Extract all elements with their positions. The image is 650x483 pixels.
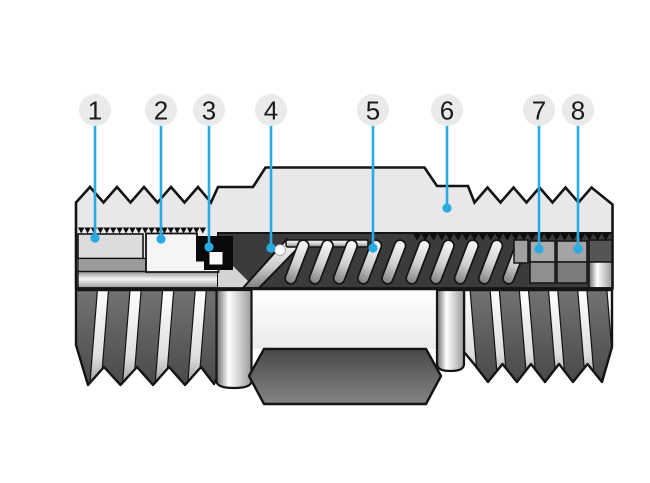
callout-number: 5 bbox=[366, 96, 380, 126]
callout-number: 2 bbox=[154, 96, 168, 126]
thread-bar bbox=[99, 290, 131, 385]
callout-1: 1 bbox=[79, 94, 111, 243]
retainer-lower bbox=[556, 261, 588, 284]
external-view-lower-half bbox=[74, 288, 614, 406]
insert-part-1 bbox=[77, 233, 144, 260]
thread-bar bbox=[132, 290, 164, 385]
insert-band bbox=[77, 257, 147, 273]
washer-lower bbox=[529, 261, 556, 284]
callout-5: 5 bbox=[357, 94, 389, 253]
callout-number: 8 bbox=[571, 96, 585, 126]
spring-coil bbox=[284, 239, 310, 285]
callout-3: 3 bbox=[193, 94, 225, 252]
thread-bar bbox=[469, 290, 499, 382]
leader-dot bbox=[90, 233, 100, 243]
callout-number: 7 bbox=[532, 96, 546, 126]
leader-dot bbox=[266, 243, 276, 253]
thread-bar bbox=[527, 290, 558, 382]
leader-dot bbox=[442, 203, 452, 213]
callout-number: 1 bbox=[88, 96, 102, 126]
callout-6: 6 bbox=[431, 94, 463, 213]
retainer-part-8 bbox=[556, 240, 588, 284]
spring-coil bbox=[332, 239, 359, 285]
internal-thread-teeth-right bbox=[413, 233, 611, 241]
spring-coil bbox=[453, 239, 480, 285]
spring-part-5 bbox=[284, 239, 528, 285]
callout-7: 7 bbox=[523, 94, 555, 254]
retainer-upper bbox=[556, 240, 588, 263]
callout-8: 8 bbox=[562, 94, 594, 254]
end-wall-block bbox=[588, 239, 613, 263]
callout-circle bbox=[255, 94, 287, 126]
bore-highlight-band bbox=[77, 270, 219, 289]
external-thread-left bbox=[74, 288, 219, 387]
thread-bar bbox=[76, 290, 99, 385]
leader-dot bbox=[573, 244, 583, 254]
thread-bars-left bbox=[76, 290, 217, 385]
thread-bar bbox=[556, 290, 587, 382]
callout-number: 6 bbox=[440, 96, 454, 126]
external-thread-right bbox=[462, 288, 614, 384]
thread-outline-right bbox=[462, 288, 614, 384]
callout-circle bbox=[145, 94, 177, 126]
callout-number: 4 bbox=[264, 96, 278, 126]
callout-4: 4 bbox=[255, 94, 287, 253]
callout-circle bbox=[523, 94, 555, 126]
spring-coil bbox=[308, 239, 334, 285]
thread-bar bbox=[165, 290, 196, 385]
spring-coil bbox=[477, 239, 504, 285]
callout-2: 2 bbox=[145, 94, 177, 244]
leader-dot bbox=[534, 244, 544, 254]
neck-cylinder-right bbox=[435, 288, 466, 373]
callout-circle bbox=[431, 94, 463, 126]
spring-coil bbox=[381, 239, 407, 285]
internal-thread-teeth-left bbox=[78, 227, 207, 234]
end-bore-highlight bbox=[588, 261, 613, 289]
thread-bar bbox=[498, 290, 528, 382]
seal-backup-ring bbox=[209, 252, 223, 265]
spring-seat-block bbox=[513, 239, 529, 264]
hex-upper-face bbox=[251, 290, 437, 349]
leader-dot bbox=[204, 242, 214, 252]
spring-coil bbox=[405, 239, 431, 285]
poppet-ball bbox=[274, 244, 286, 256]
thread-bars-right bbox=[469, 290, 612, 382]
hex-flat-slab bbox=[247, 347, 443, 406]
spring-coil bbox=[429, 239, 455, 285]
callout-circle bbox=[79, 94, 111, 126]
thread-bar bbox=[197, 290, 217, 385]
callout-circle bbox=[357, 94, 389, 126]
leader-dot bbox=[368, 243, 378, 253]
neck-cylinder-left bbox=[215, 288, 253, 390]
leader-dot bbox=[156, 234, 166, 244]
callout-circle bbox=[562, 94, 594, 126]
cross-section-upper-half bbox=[74, 166, 614, 290]
callout-number: 3 bbox=[202, 96, 216, 126]
callout-circle bbox=[193, 94, 225, 126]
